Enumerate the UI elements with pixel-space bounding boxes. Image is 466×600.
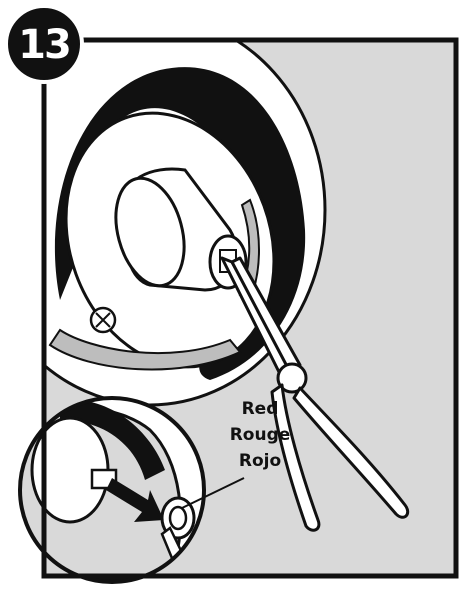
step-number: 13 [18, 22, 70, 68]
callout-line-3: Rojo [239, 451, 281, 471]
phillips-screw-icon [91, 308, 115, 332]
step-number-badge: 13 [6, 6, 82, 82]
callout-line-2: Rouge [230, 425, 291, 445]
callout-line-1: Red [242, 399, 279, 419]
